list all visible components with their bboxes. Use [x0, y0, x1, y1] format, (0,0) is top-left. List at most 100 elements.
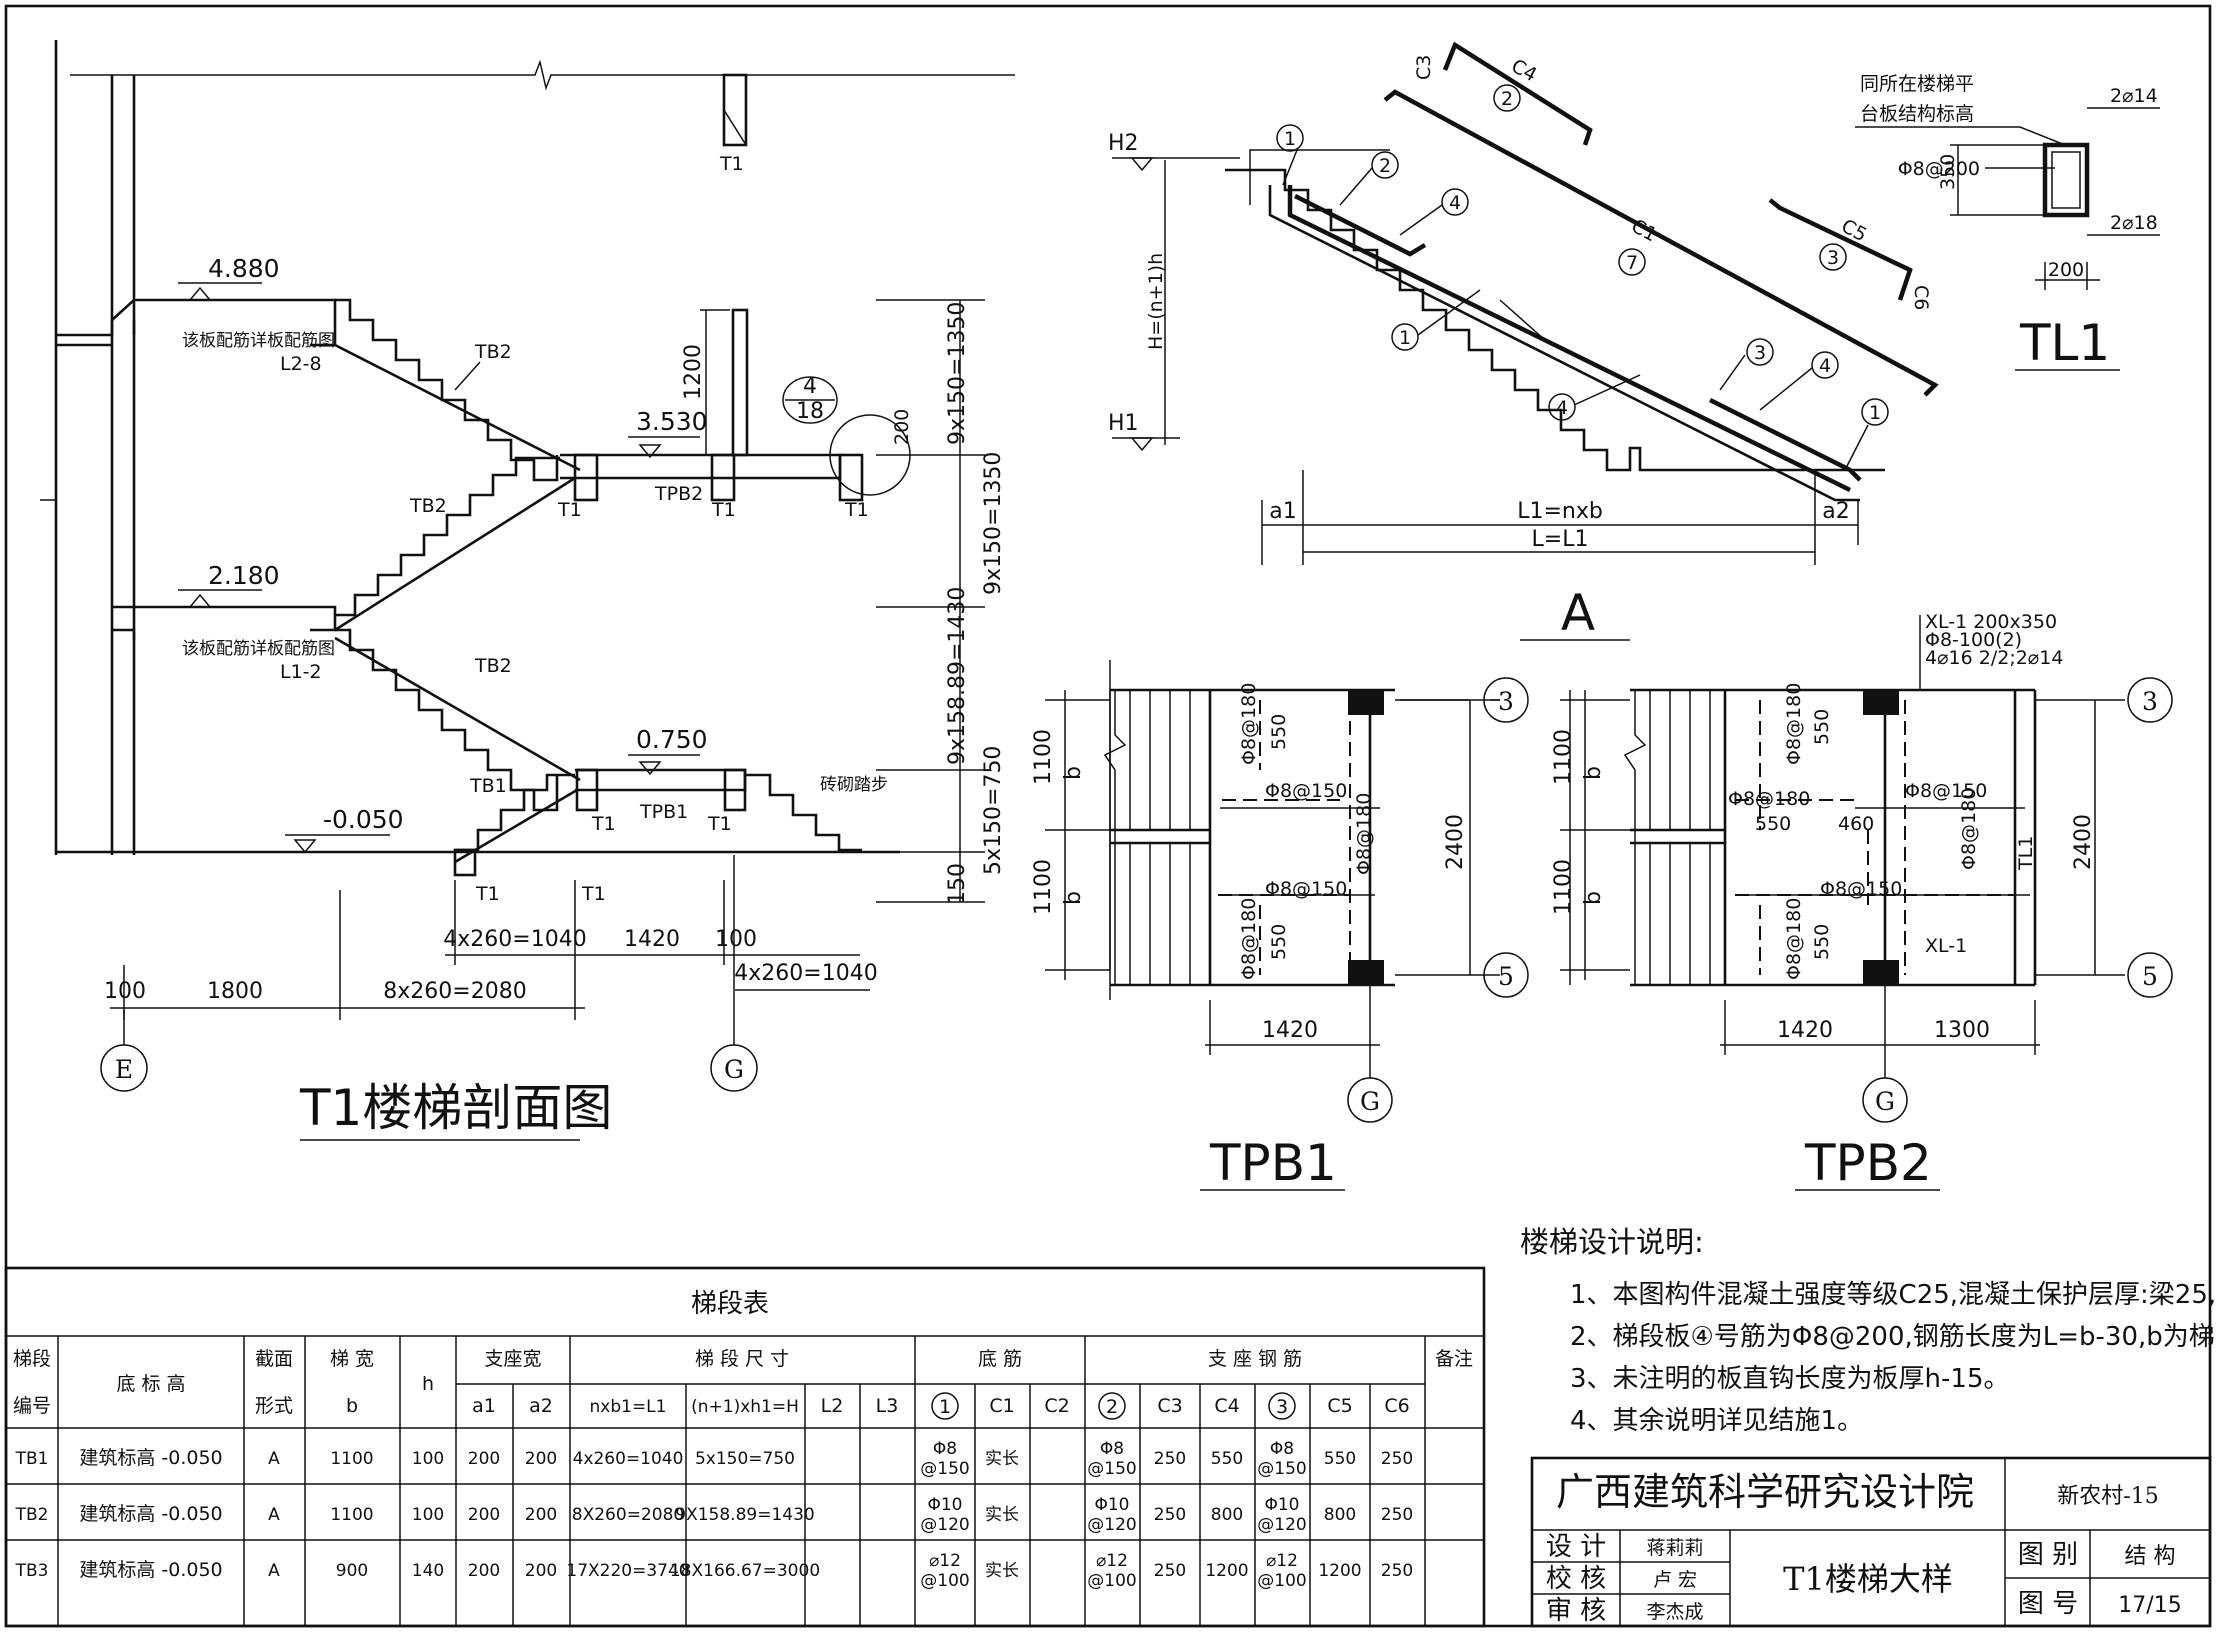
table-cell-r1-c17: 550 — [1211, 1449, 1243, 1469]
th-section: 截面 — [255, 1348, 293, 1370]
table-cell-r1-c16: 250 — [1154, 1449, 1186, 1469]
table-cell-r3-c18-l1: ⌀12 — [1266, 1551, 1298, 1571]
tl1-width: 200 — [2048, 259, 2084, 281]
tl1-note-1: 同所在楼梯平 — [1860, 73, 1974, 95]
table-cell-r1-c18-l1: Φ8 — [1270, 1439, 1294, 1459]
circle-num-4: 1 — [1399, 327, 1411, 349]
table-cell-r3-c8: 17X220=3740 — [566, 1561, 689, 1581]
table-cell-r1-c12-l2: @150 — [920, 1459, 969, 1479]
table-cell-r1-c6: 200 — [468, 1449, 500, 1469]
hdim-upper-3: 100 — [715, 927, 757, 952]
table-cell-r3-c5: 140 — [412, 1561, 444, 1581]
reviewer: 李杰成 — [1646, 1601, 1703, 1623]
drawing-title: T1楼梯大样 — [1783, 1560, 1953, 1598]
th-width2: b — [346, 1395, 358, 1417]
th-tb-code2: 编号 — [13, 1395, 51, 1417]
th-width: 梯 宽 — [330, 1348, 374, 1370]
brick-step-label: 砖砌踏步 — [820, 775, 888, 795]
project-name: 新农村-15 — [2057, 1484, 2158, 1509]
table-cell-r3-c15-l2: @100 — [1087, 1571, 1136, 1591]
plan-tpb2: 1100 b 1100 b XL-1 200x350 Φ8-100(2) 4⌀1… — [1551, 611, 2125, 1192]
table-cell-r3-c4: 900 — [336, 1561, 368, 1581]
note-3: 3、未注明的板直钩长度为板厚h-15。 — [1570, 1364, 2010, 1394]
axis-e-bubble — [100, 1044, 148, 1092]
tpb2-label-7: Φ8@180 — [1958, 788, 1980, 870]
table-cell-r2-c2: 建筑标高 -0.050 — [79, 1503, 222, 1525]
tl1-bottom-bar: 2⌀18 — [2110, 212, 2158, 234]
beam-label-2: T1 — [557, 499, 582, 521]
th-sub-c3: C3 — [1157, 1395, 1182, 1417]
table-cell-r1-c5: 100 — [412, 1449, 444, 1469]
design-notes: 楼梯设计说明: 1、本图构件混凝土强度等级C25,混凝土保护层厚:梁25,板15… — [1520, 1225, 2216, 1436]
level-h2: H2 — [1108, 131, 1139, 156]
circle-num-8: 3 — [1754, 342, 1766, 364]
table-cell-r1-c2: 建筑标高 -0.050 — [79, 1447, 222, 1469]
table-cell-r3-c13: 实长 — [985, 1561, 1019, 1581]
circle-num-2: 2 — [1379, 155, 1391, 177]
tpb2-axis-g: G — [1875, 1087, 1895, 1116]
table-cell-r2-c4: 1100 — [330, 1505, 373, 1525]
beam-label-6: T1 — [707, 813, 732, 835]
tpb2-label-2: 550 — [1811, 709, 1833, 745]
tpb1-column-bottom — [1348, 960, 1384, 985]
tpb2-label-6: Φ8@150 — [1905, 780, 1987, 802]
designer: 蒋莉莉 — [1646, 1537, 1703, 1559]
table-cell-r1-c8: 4x260=1040 — [573, 1449, 684, 1469]
elevation-4880: 4.880 — [208, 254, 280, 283]
table-cell-r3-c2: 建筑标高 -0.050 — [79, 1559, 222, 1581]
table-cell-r1-c4: 1100 — [330, 1449, 373, 1469]
tpb2-label-10: Φ8@180 — [1783, 898, 1805, 980]
level-h1: H1 — [1108, 411, 1139, 436]
hdim-lower-2: 1800 — [207, 979, 263, 1004]
tpb2-dim-1300: 1300 — [1934, 1018, 1990, 1043]
top-beam-label: T1 — [719, 153, 744, 175]
tpb1-axis-5: 5 — [1498, 962, 1514, 991]
table-cell-r2-c12-l1: Φ10 — [927, 1495, 962, 1515]
circle-num-5: 7 — [1626, 252, 1638, 274]
table-cell-r3-c17: 1200 — [1205, 1561, 1248, 1581]
tpb1-axis-g: G — [1360, 1087, 1380, 1116]
table-cell-r3-c1: TB3 — [15, 1561, 49, 1581]
elevation-3530: 3.530 — [636, 407, 708, 436]
tl1-note-2: 台板结构标高 — [1860, 103, 1974, 125]
th-sub-a1: a1 — [472, 1395, 496, 1417]
notes-heading: 楼梯设计说明: — [1520, 1225, 1704, 1259]
tpb1-dim-1100a: 1100 — [1031, 729, 1056, 785]
table-cell-r3-c15-l1: ⌀12 — [1096, 1551, 1128, 1571]
axis-g: G — [724, 1055, 744, 1084]
th-base-elev: 底 标 高 — [116, 1373, 185, 1395]
tpb1-label-3: Φ8@150 — [1265, 780, 1347, 802]
table-cell-r1-c19: 550 — [1324, 1449, 1356, 1469]
hdim-upper-4: 4x260=1040 — [734, 961, 877, 986]
table-cell-r3-c19: 1200 — [1318, 1561, 1361, 1581]
tpb2-dim-1100b: 1100 — [1551, 859, 1576, 915]
table-cell-r2-c3: A — [268, 1505, 280, 1525]
table-cell-r2-c12-l2: @120 — [920, 1515, 969, 1535]
section-title: T1楼梯剖面图 — [299, 1079, 612, 1137]
review-label: 审 核 — [1546, 1596, 1606, 1626]
stair-detail-a: H2 H1 H=(n+1)h C3 C4 C1 C5 C6 1 2 4 1 7 … — [1108, 41, 1939, 642]
tpb2-dim-b-b: b — [1581, 891, 1606, 905]
checker: 卢 宏 — [1653, 1569, 1697, 1591]
vdim-4: 5x150=750 — [981, 746, 1006, 875]
tpb2-dim-b-a: b — [1581, 766, 1606, 780]
elevation-minus0050: -0.050 — [323, 805, 404, 834]
th-tb-code: 梯段 — [13, 1348, 51, 1370]
beam-label-5: T1 — [591, 813, 616, 835]
table-cell-r1-c3: A — [268, 1449, 280, 1469]
tpb1-label-1: Φ8@180 — [1238, 683, 1260, 765]
tl1-height: 350 — [1937, 154, 1959, 190]
number-value: 17/15 — [2118, 1593, 2181, 1618]
table-cell-r2-c15-l2: @120 — [1087, 1515, 1136, 1535]
table-cell-r3-c9: 18X166.67=3000 — [670, 1561, 820, 1581]
table-cell-r3-c12-l2: @100 — [920, 1571, 969, 1591]
beam-tl1: 同所在楼梯平 台板结构标高 2⌀14 2⌀18 Φ8@200 350 200 T… — [1855, 73, 2160, 372]
dim-l1: L1=nxb — [1517, 499, 1603, 524]
th-sub-a2: a2 — [529, 1395, 553, 1417]
th-sub-l3: L3 — [876, 1395, 899, 1417]
tpb2-label-4: 550 — [1755, 813, 1791, 835]
note-4: 4、其余说明详见结施1。 — [1570, 1406, 1863, 1436]
axis-bubbles-3-5: 3 5 3 5 — [1400, 677, 2173, 998]
